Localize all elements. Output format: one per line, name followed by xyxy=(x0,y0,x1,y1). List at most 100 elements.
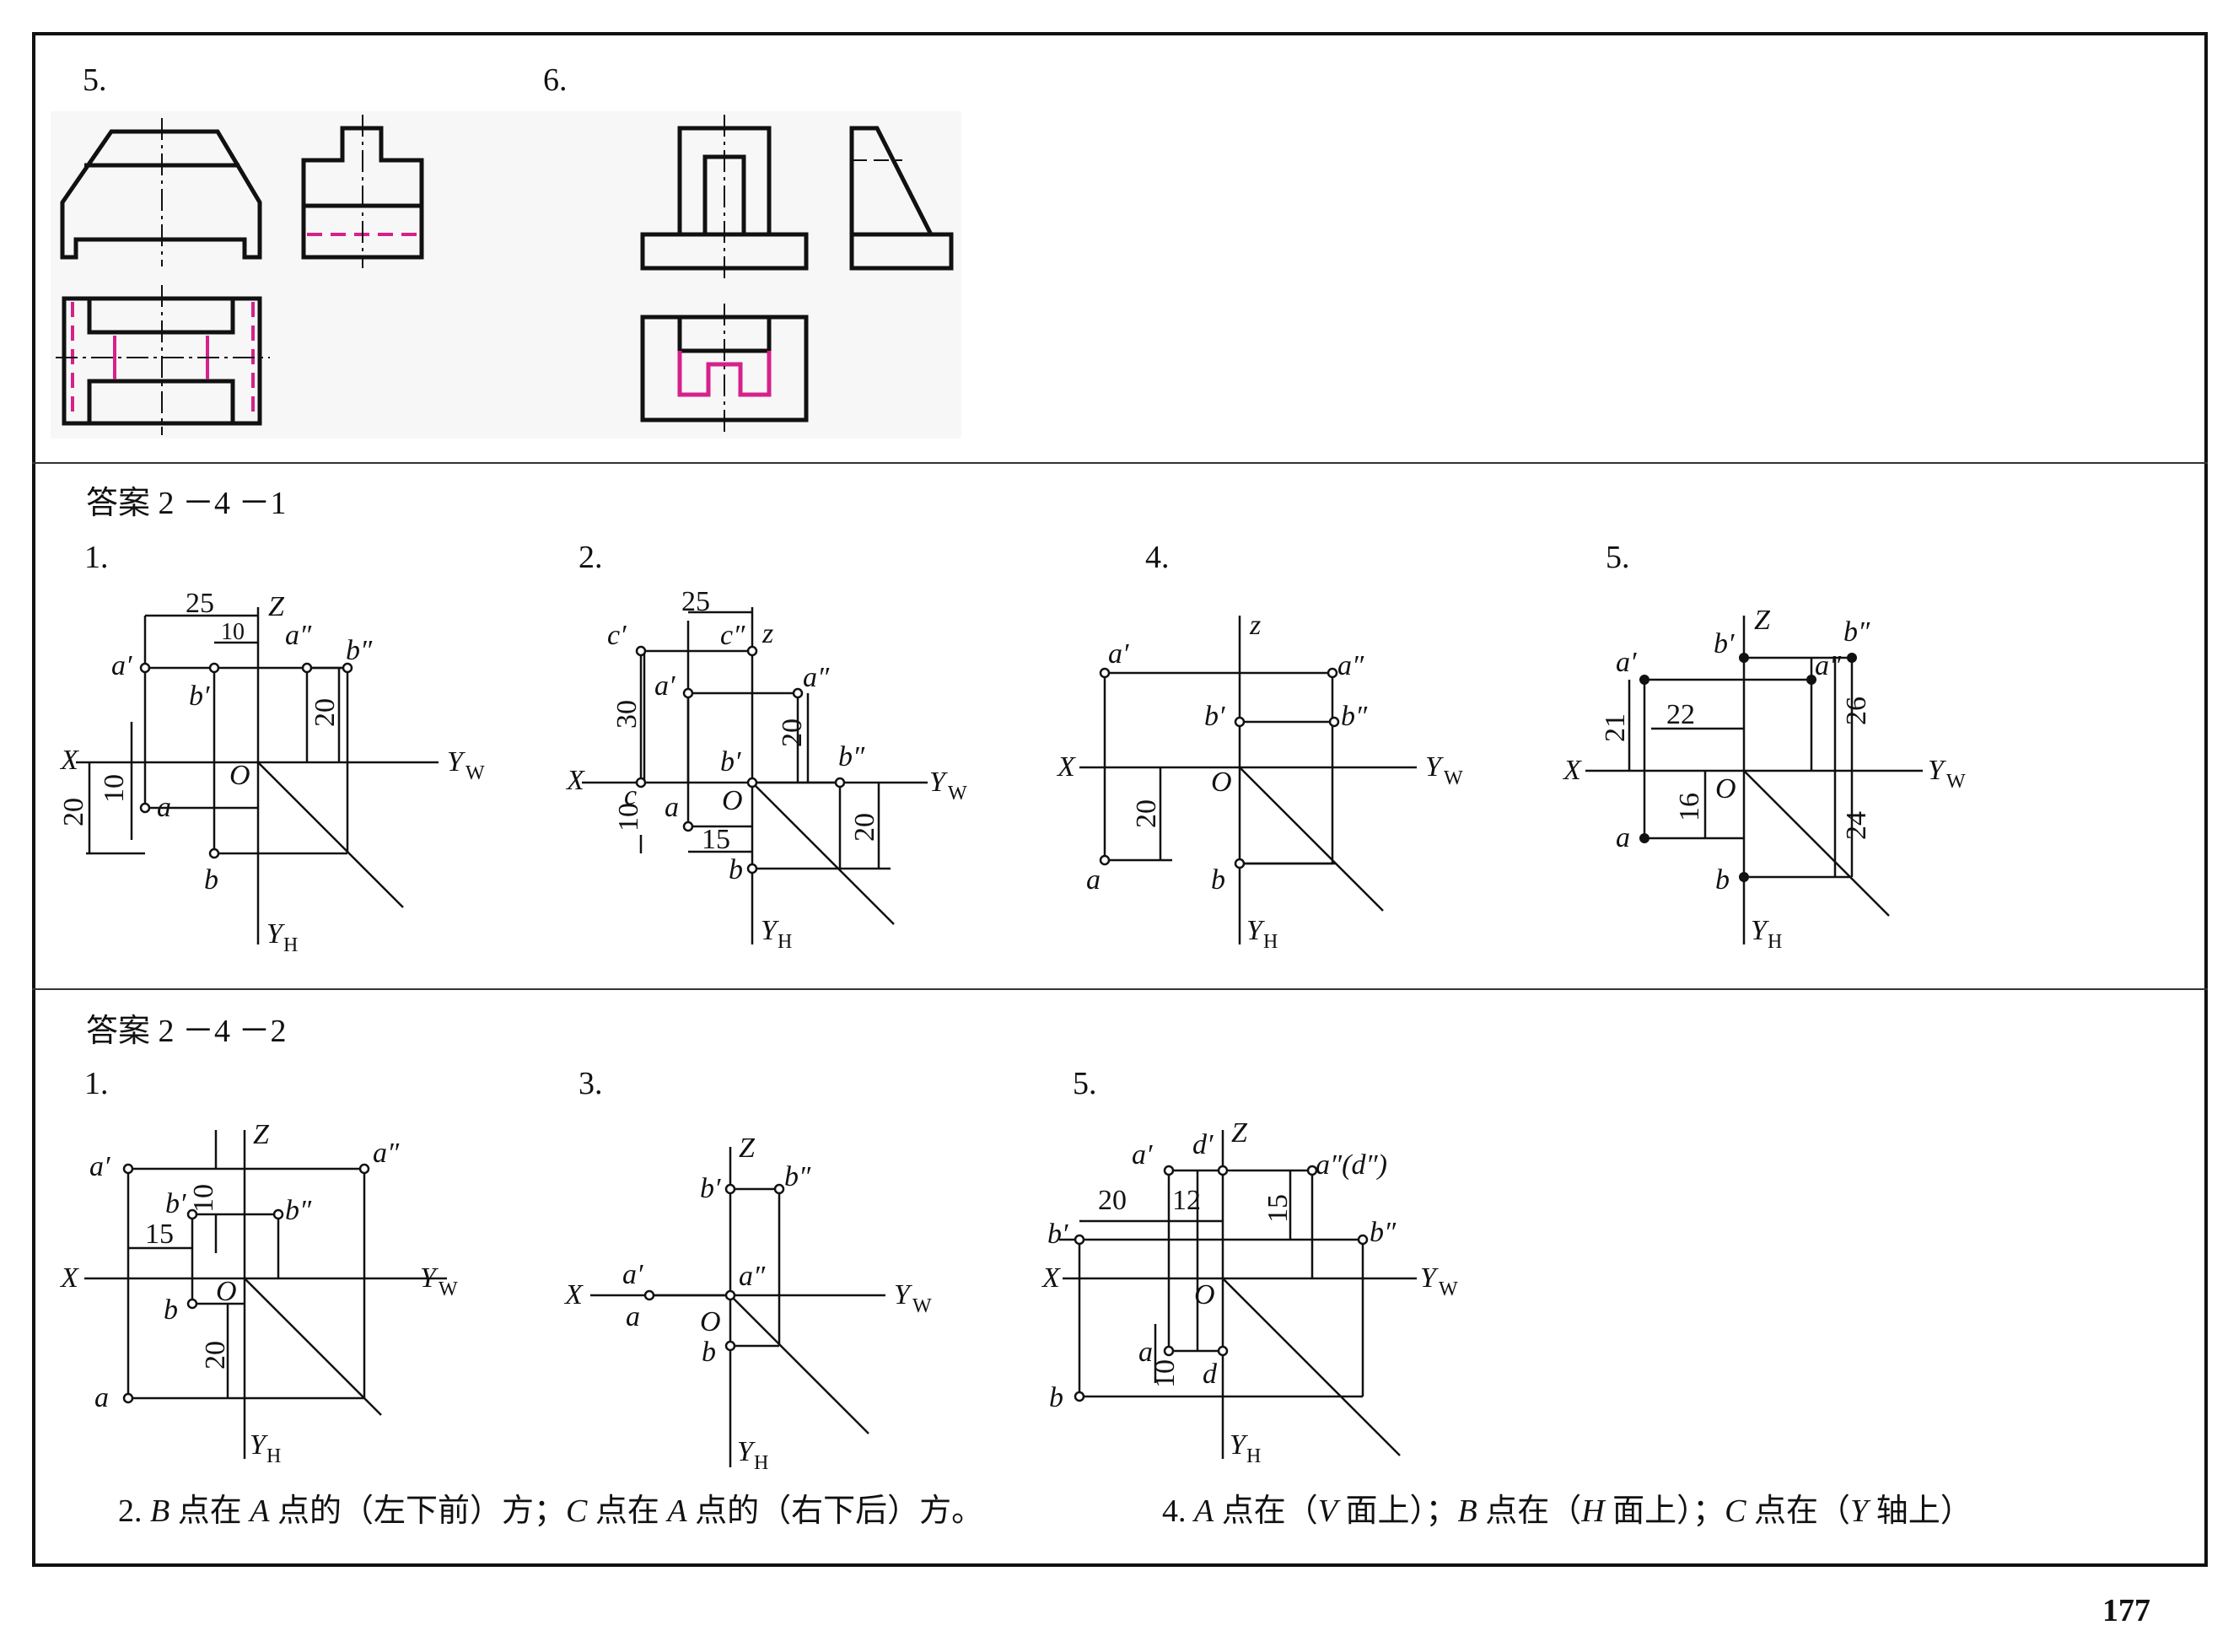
svg-text:b: b xyxy=(204,864,218,896)
svg-text:a′: a′ xyxy=(1616,647,1637,678)
svg-text:20: 20 xyxy=(309,698,341,727)
s2-fig1-number: 1. xyxy=(84,1066,109,1101)
svg-text:b′: b′ xyxy=(1047,1219,1068,1250)
svg-text:a: a xyxy=(94,1382,109,1413)
svg-text:Y: Y xyxy=(894,1279,912,1310)
svg-text:d: d xyxy=(1203,1359,1218,1390)
s1-fig1-number: 1. xyxy=(84,540,109,575)
svg-text:Y: Y xyxy=(761,915,779,946)
svg-text:Z: Z xyxy=(1754,605,1771,636)
page-number: 177 xyxy=(2102,1593,2150,1628)
svg-text:X: X xyxy=(565,765,585,796)
svg-text:X: X xyxy=(59,745,79,776)
svg-text:b″: b″ xyxy=(1370,1217,1397,1248)
svg-text:H: H xyxy=(754,1452,768,1474)
svg-text:W: W xyxy=(1444,767,1463,789)
svg-text:W: W xyxy=(912,1295,932,1317)
svg-text:H: H xyxy=(266,1445,281,1467)
svg-text:20: 20 xyxy=(1098,1185,1127,1216)
svg-text:a′: a′ xyxy=(111,650,132,681)
svg-text:20: 20 xyxy=(777,718,808,747)
svg-text:b: b xyxy=(1049,1382,1063,1413)
page-frame xyxy=(32,32,2208,1567)
svg-text:z: z xyxy=(762,618,773,649)
s1-figure-1: 25 10 Z a′ a″ b′ b″ X O Y W a b Y H 20 1… xyxy=(58,588,485,956)
svg-text:X: X xyxy=(1056,751,1076,783)
svg-text:20: 20 xyxy=(200,1341,231,1369)
svg-text:b′: b′ xyxy=(1714,628,1735,659)
svg-text:c″: c″ xyxy=(720,620,745,651)
svg-text:X: X xyxy=(59,1262,79,1294)
svg-text:Y: Y xyxy=(1246,915,1265,946)
answer-4: 4. A 点在（V 面上）；B 点在（H 面上）；C 点在（Y 轴上） xyxy=(1162,1493,1972,1529)
s2-fig5-number: 5. xyxy=(1073,1066,1097,1101)
svg-text:a: a xyxy=(665,792,679,823)
svg-text:Y: Y xyxy=(1230,1429,1248,1461)
svg-text:20: 20 xyxy=(58,798,89,826)
svg-text:10: 10 xyxy=(188,1184,219,1213)
s1-figure-4: z a′ a″ b′ b″ X O Y W 20 a b Y H xyxy=(1056,610,1463,953)
separator-1 xyxy=(32,462,2208,464)
svg-text:a: a xyxy=(1086,864,1101,896)
p5-front-outline xyxy=(60,129,262,260)
svg-text:10: 10 xyxy=(99,774,130,803)
svg-text:20: 20 xyxy=(849,813,880,842)
svg-text:20: 20 xyxy=(1131,799,1162,828)
svg-text:c: c xyxy=(624,780,637,811)
problem-6-hidden-lines xyxy=(677,351,772,397)
svg-text:a′: a′ xyxy=(1132,1139,1153,1170)
svg-text:b′: b′ xyxy=(189,681,210,712)
svg-text:Y: Y xyxy=(1425,751,1444,783)
svg-text:24: 24 xyxy=(1841,811,1872,840)
svg-text:O: O xyxy=(216,1276,237,1307)
svg-text:Z: Z xyxy=(1231,1117,1248,1149)
svg-text:a: a xyxy=(626,1301,640,1332)
svg-text:b: b xyxy=(1211,864,1225,896)
drawing-panel-background xyxy=(51,111,961,439)
svg-text:W: W xyxy=(439,1278,458,1300)
section-2-title: 答案 2 －4 －2 xyxy=(86,1014,287,1049)
problem-5-6-drawings xyxy=(51,111,961,439)
svg-text:15: 15 xyxy=(1262,1194,1294,1223)
svg-text:16: 16 xyxy=(1674,793,1705,821)
svg-text:O: O xyxy=(229,760,250,791)
svg-text:W: W xyxy=(466,762,485,784)
svg-text:H: H xyxy=(1246,1445,1261,1467)
s1-fig5-number: 5. xyxy=(1606,540,1630,575)
svg-text:a″: a″ xyxy=(739,1261,766,1292)
svg-text:Y: Y xyxy=(420,1262,439,1294)
svg-text:W: W xyxy=(948,783,967,804)
svg-text:W: W xyxy=(1946,771,1966,793)
svg-text:b: b xyxy=(729,854,743,885)
s1-figure-2: 25 c′ c″ z a′ a″ b′ b″ X O Y W c a b Y H… xyxy=(565,586,967,953)
svg-text:10: 10 xyxy=(1149,1359,1181,1388)
s2-figure-1: Z a′ a″ b′ b″ 10 15 X O Y W b 20 a Y H xyxy=(59,1119,458,1467)
svg-text:X: X xyxy=(1562,755,1582,786)
svg-text:Y: Y xyxy=(929,767,948,798)
s2-figure-5: Z a′ d′ a″(d″) 20 12 15 b′ b″ X O Y W a … xyxy=(1041,1117,1458,1467)
svg-text:a: a xyxy=(1616,822,1630,853)
s1-fig2-number: 2. xyxy=(579,540,603,575)
svg-text:a″: a″ xyxy=(1815,650,1842,681)
svg-text:21: 21 xyxy=(1600,713,1631,742)
svg-text:a″: a″ xyxy=(803,662,830,693)
svg-text:b′: b′ xyxy=(1204,701,1225,732)
problem-6-number: 6. xyxy=(543,62,568,98)
svg-text:b″: b″ xyxy=(1843,616,1870,648)
svg-text:a′: a′ xyxy=(1108,638,1129,670)
svg-text:a″: a″ xyxy=(285,620,312,651)
svg-text:b″: b″ xyxy=(838,741,865,772)
svg-text:O: O xyxy=(700,1306,721,1337)
svg-text:a: a xyxy=(157,792,171,823)
svg-text:Y: Y xyxy=(737,1436,756,1467)
svg-text:Z: Z xyxy=(739,1133,756,1164)
p5-top-lower-notch xyxy=(87,379,235,426)
svg-text:X: X xyxy=(1041,1262,1061,1294)
svg-text:O: O xyxy=(1715,773,1736,804)
svg-text:X: X xyxy=(563,1279,584,1310)
svg-text:30: 30 xyxy=(611,700,643,729)
svg-text:b″: b″ xyxy=(784,1161,811,1192)
s1-fig4-number: 4. xyxy=(1145,540,1170,575)
svg-text:10: 10 xyxy=(613,803,644,831)
section-1-title: 答案 2 －4 －1 xyxy=(86,486,287,521)
